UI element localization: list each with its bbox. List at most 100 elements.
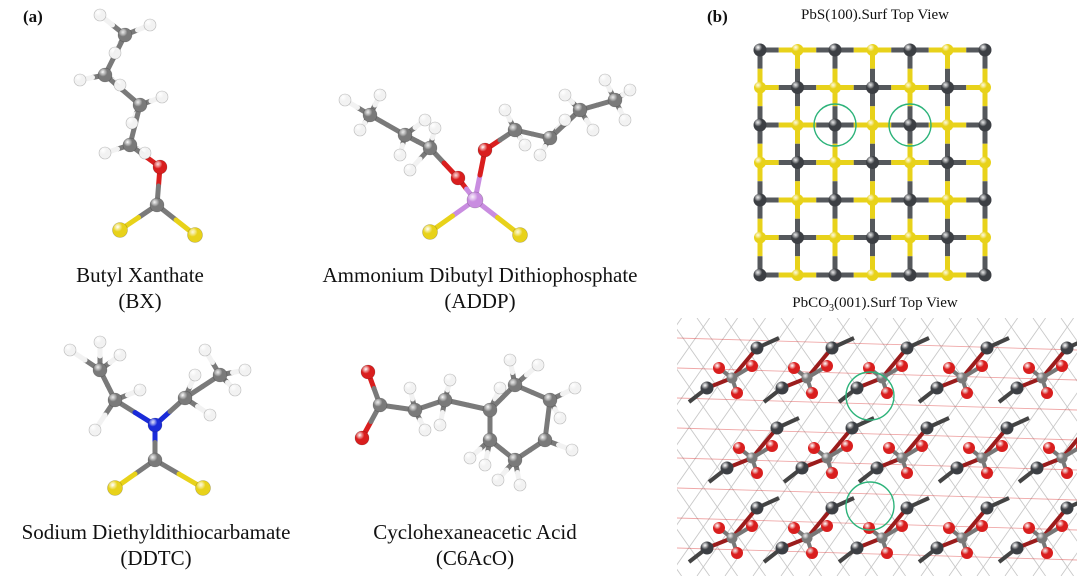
pbco3-lattice-line	[1032, 512, 1077, 576]
addp-atom-h	[533, 148, 547, 162]
pbco3-atom-o	[896, 520, 908, 532]
pbco3-lattice-line	[677, 318, 710, 366]
pbco3-lattice-line	[677, 427, 1077, 441]
bx-atom-h	[113, 78, 127, 92]
ddtc-atom-s	[107, 480, 123, 496]
pbco3-atom-o	[976, 360, 988, 372]
pbco3-atom-o	[881, 547, 893, 559]
pbs-atom-s	[866, 194, 879, 206]
c6aco-atom-c	[407, 402, 423, 418]
pbco3-atom-pb	[850, 381, 864, 395]
pbs-atom-s	[941, 269, 954, 281]
pbco3-bond	[1040, 346, 1069, 380]
pbs-atom-pb	[978, 118, 992, 132]
pbs-atom-s	[941, 194, 954, 206]
c6aco-atom-h	[568, 381, 582, 395]
pbs-atom-pb	[866, 81, 879, 94]
pbco3-title-prefix: PbCO	[792, 295, 829, 311]
pbco3-bond	[900, 426, 929, 460]
bx-atom-h	[93, 8, 107, 22]
pbco3-atom-pb	[920, 421, 934, 435]
pbco3-atom-o	[766, 440, 778, 452]
pbco3-atom-o	[961, 387, 973, 399]
pbco3-atom-o	[883, 442, 895, 454]
pbs-atom-pb	[753, 268, 767, 282]
pbco3-bond	[1040, 506, 1069, 540]
pbco3-lattice-line	[864, 318, 1046, 576]
pbco3-atom-o	[976, 520, 988, 532]
c6aco-atom-h	[491, 473, 505, 487]
pbco3-atom-o	[1076, 442, 1077, 450]
addp-atom-h	[373, 88, 387, 102]
c6aco-atom-h	[531, 358, 545, 372]
ddtc-atom-c	[177, 390, 193, 406]
ddtc-atom-h	[63, 343, 77, 357]
pbs-atom-s	[904, 156, 916, 169]
pbco3-atom-pb	[825, 341, 839, 355]
c6aco-atom-c	[482, 432, 498, 448]
pbco3-atom-o	[996, 440, 1008, 452]
pbco3-bond	[880, 506, 909, 540]
pbs-atom-s	[979, 156, 991, 169]
pbco3-atom-pb	[825, 501, 839, 515]
pbco3-atom-pb	[720, 461, 734, 475]
bx-atom-c	[149, 197, 165, 213]
pbs-adsorption-site-circle	[813, 103, 857, 147]
pbco3-atom-o	[713, 362, 725, 374]
pbco3-atom-c	[876, 372, 888, 384]
pbco3-view-title: PbCO3(001).Surf Top View	[715, 295, 1035, 314]
bx-atom-c	[117, 27, 133, 43]
pbco3-atom-o	[788, 362, 800, 374]
addp-caption: Ammonium Dibutyl Dithiophosphate (ADDP)	[290, 262, 670, 314]
bx-atom-h	[143, 18, 157, 32]
c6aco-atom-h	[418, 423, 432, 437]
pbs-atom-pb	[866, 156, 879, 169]
ddtc-atom-h	[238, 363, 252, 377]
pbco3-atom-o	[751, 467, 763, 479]
c6aco-atom-c	[537, 432, 553, 448]
pbco3-lattice-line	[948, 392, 1077, 576]
pbco3-atom-c	[726, 372, 738, 384]
pbs-atom-s	[791, 119, 804, 131]
bx-atom-c	[122, 137, 138, 153]
pbco3-atom-pb	[1060, 501, 1074, 515]
addp-atom-c	[542, 130, 558, 146]
addp-atom-h	[558, 113, 572, 127]
pbs-atom-pb	[828, 118, 842, 132]
pbco3-atom-o	[943, 522, 955, 534]
c6aco-atom-h	[553, 411, 567, 425]
addp-atom-p	[466, 191, 484, 209]
addp-atom-h	[498, 103, 512, 117]
pbs-atom-pb	[978, 43, 992, 57]
pbco3-atom-o	[961, 547, 973, 559]
pbco3-atom-o	[731, 387, 743, 399]
pbco3-atom-pb	[1060, 341, 1074, 355]
pbco3-lattice-line	[677, 487, 1077, 501]
pbs-atom-pb	[828, 193, 842, 207]
pbco3-atom-pb	[1000, 421, 1014, 435]
addp-atom-h	[403, 163, 417, 177]
c6aco-atom-c	[482, 402, 498, 418]
pbco3-atom-o	[1061, 467, 1073, 479]
pbco3-atom-o	[1023, 362, 1035, 374]
pbco3-bond	[980, 426, 1009, 460]
pbco3-bond	[825, 426, 854, 460]
addp-atom-o	[477, 142, 493, 158]
c6aco-atom-h	[443, 373, 457, 387]
pbs-atom-s	[941, 119, 954, 131]
ddtc-atom-h	[93, 335, 107, 349]
pbco3-atom-pb	[1010, 541, 1024, 555]
ddtc-atom-c	[92, 362, 108, 378]
panel-a-label: (a)	[23, 7, 43, 26]
pbco3-atom-pb	[775, 381, 789, 395]
pbco3-atom-pb	[850, 541, 864, 555]
addp-atom-h	[428, 121, 442, 135]
pbco3-lattice-line	[677, 337, 1077, 351]
ddtc-molecule	[63, 335, 252, 496]
pbco3-atom-o	[896, 360, 908, 372]
pbco3-atom-o	[826, 467, 838, 479]
addp-atom-h	[393, 148, 407, 162]
ddtc-atom-h	[133, 383, 147, 397]
pbco3-atom-o	[1041, 387, 1053, 399]
ddtc-atom-s	[195, 480, 211, 496]
